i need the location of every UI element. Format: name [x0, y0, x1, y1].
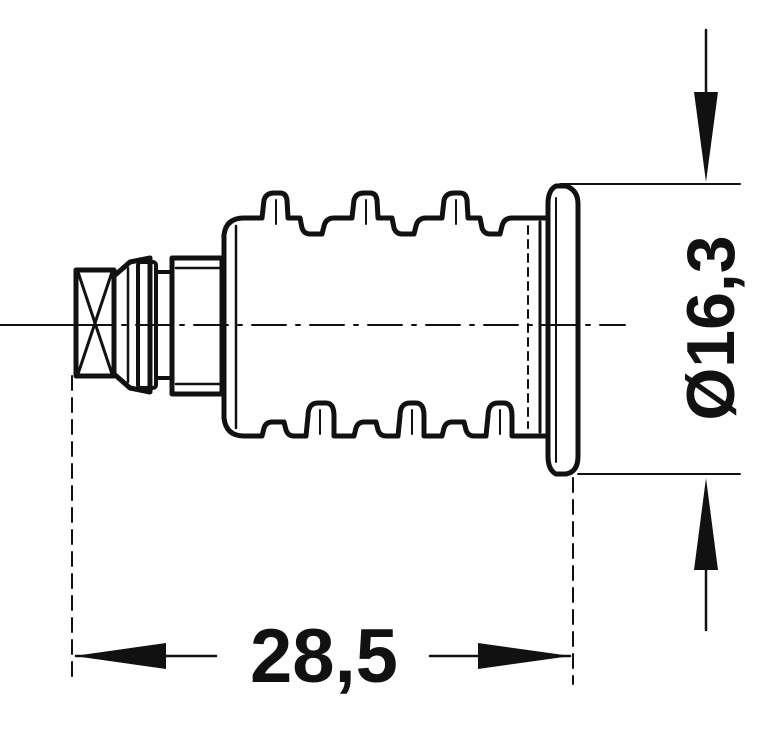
cylinder-body — [73, 183, 741, 477]
arrowhead-up-icon — [694, 478, 718, 570]
length-label: 28,5 — [250, 614, 398, 699]
diameter-dimension: Ø16,3 — [673, 28, 749, 632]
length-dimension: 28,5 — [71, 375, 574, 699]
end-cap — [73, 267, 117, 379]
diameter-label: Ø16,3 — [673, 235, 749, 420]
arrowhead-down-icon — [694, 92, 718, 182]
arrowhead-right-icon — [478, 643, 571, 669]
barrel — [221, 190, 551, 439]
arrowhead-left-icon — [74, 643, 166, 669]
front-flange — [545, 183, 741, 477]
